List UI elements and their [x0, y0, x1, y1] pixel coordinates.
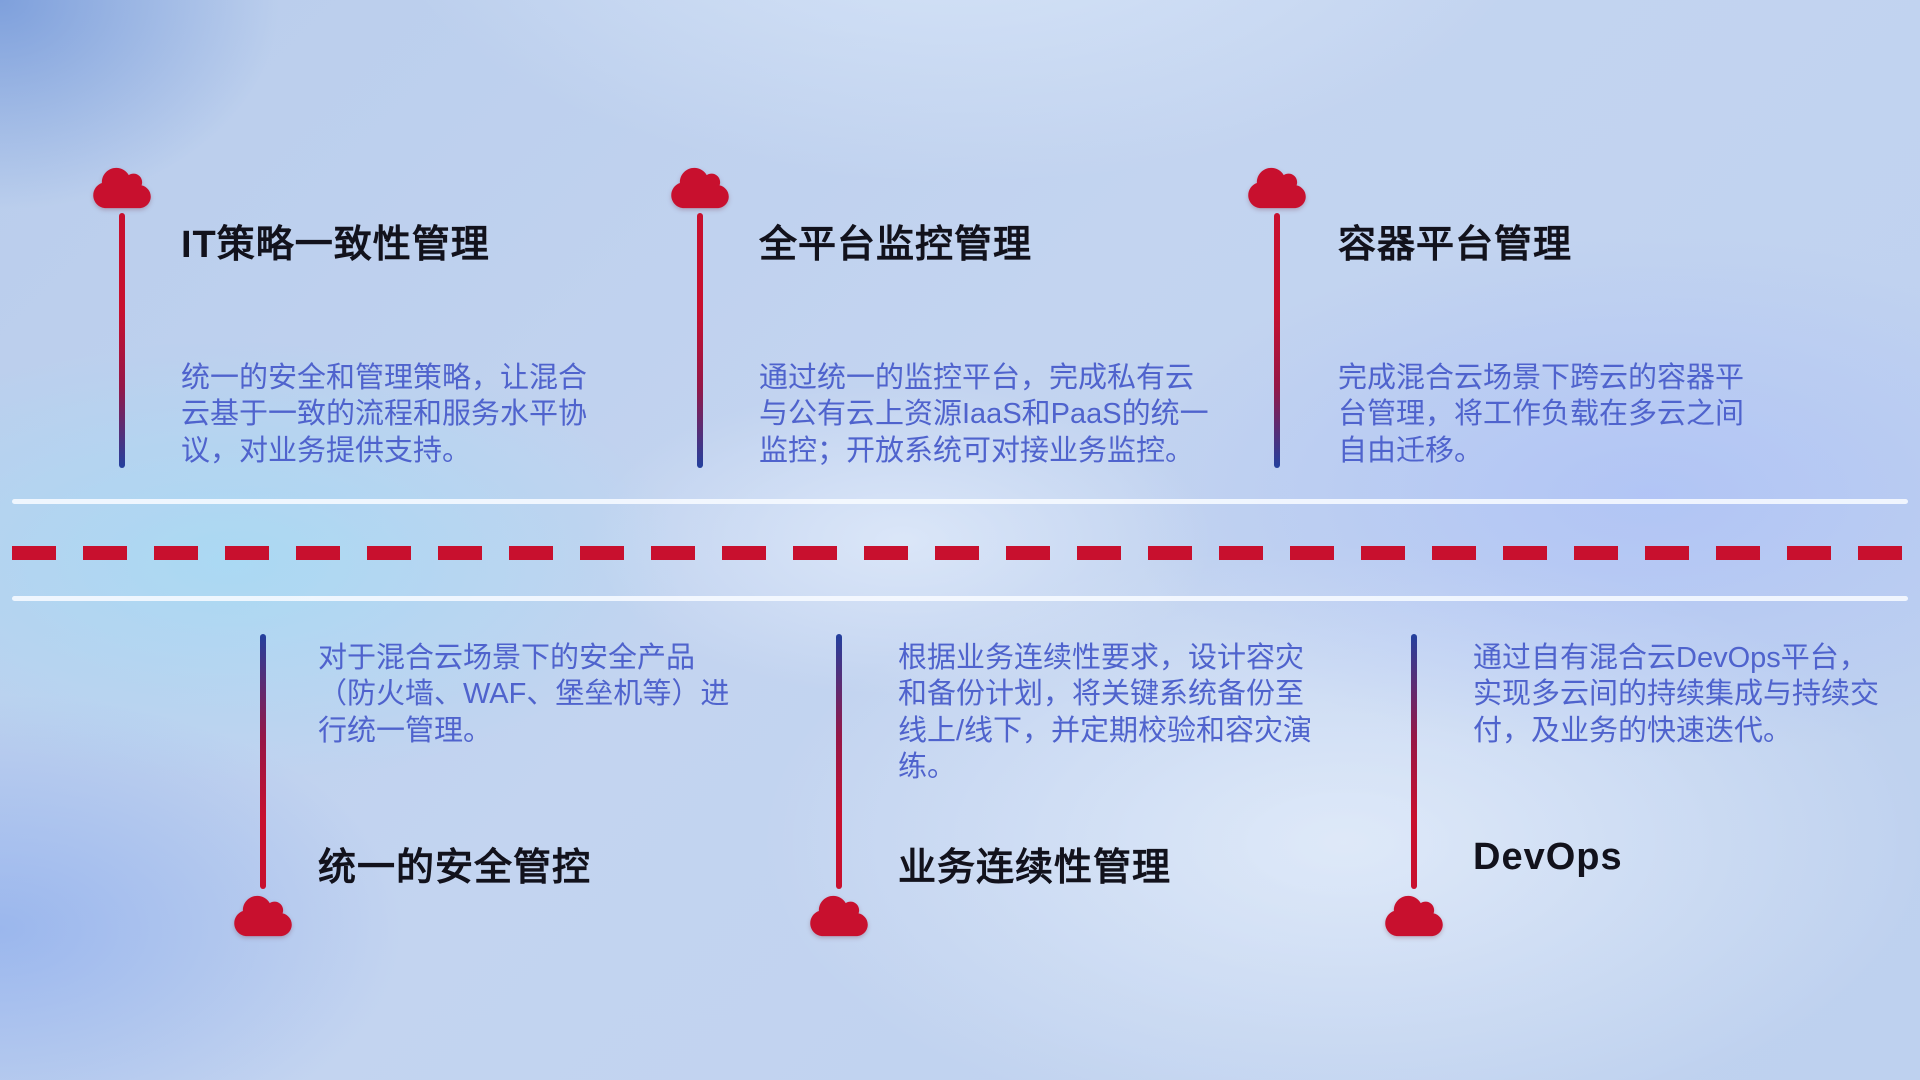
feature-title-devops: DevOps [1473, 836, 1623, 878]
divider-dashed-center [12, 546, 1908, 560]
feature-title-security-control: 统一的安全管控 [318, 847, 592, 889]
pole-devops [1385, 634, 1443, 939]
feature-title-business-continuity: 业务连续性管理 [898, 847, 1172, 889]
divider-solid-top [12, 499, 1908, 504]
feature-desc-devops: 通过自有混合云DevOps平台，实现多云间的持续集成与持续交付，及业务的快速迭代… [1473, 642, 1880, 747]
timeline-connector [260, 634, 266, 889]
cloud-icon [1385, 895, 1443, 937]
cloud-icon [810, 895, 868, 937]
pole-business-continuity [810, 634, 868, 939]
pole-monitoring [671, 165, 729, 468]
timeline-connector [697, 213, 703, 468]
cloud-icon [671, 167, 729, 209]
timeline-connector [1411, 634, 1417, 889]
divider-solid-bottom [12, 596, 1908, 601]
pole-it-policy [93, 165, 151, 468]
timeline-connector [1274, 213, 1280, 468]
feature-desc-security-control: 对于混合云场景下的安全产品（防火墙、WAF、堡垒机等）进行统一管理。 [318, 642, 730, 747]
feature-desc-monitoring: 通过统一的监控平台，完成私有云与公有云上资源IaaS和PaaS的统一监控；开放系… [759, 362, 1209, 467]
feature-title-monitoring: 全平台监控管理 [759, 224, 1033, 266]
feature-title-it-policy: IT策略一致性管理 [181, 224, 490, 266]
feature-desc-it-policy: 统一的安全和管理策略，让混合云基于一致的流程和服务水平协议，对业务提供支持。 [181, 362, 588, 467]
feature-desc-business-continuity: 根据业务连续性要求，设计容灾和备份计划，将关键系统备份至线上/线下，并定期校验和… [898, 642, 1313, 783]
pole-security-control [234, 634, 292, 939]
timeline-connector [836, 634, 842, 889]
pole-container-platform [1248, 165, 1306, 468]
feature-title-container-platform: 容器平台管理 [1338, 224, 1573, 266]
cloud-icon [93, 167, 151, 209]
feature-desc-container-platform: 完成混合云场景下跨云的容器平台管理，将工作负载在多云之间自由迁移。 [1338, 362, 1745, 467]
cloud-icon [234, 895, 292, 937]
cloud-icon [1248, 167, 1306, 209]
timeline-connector [119, 213, 125, 468]
